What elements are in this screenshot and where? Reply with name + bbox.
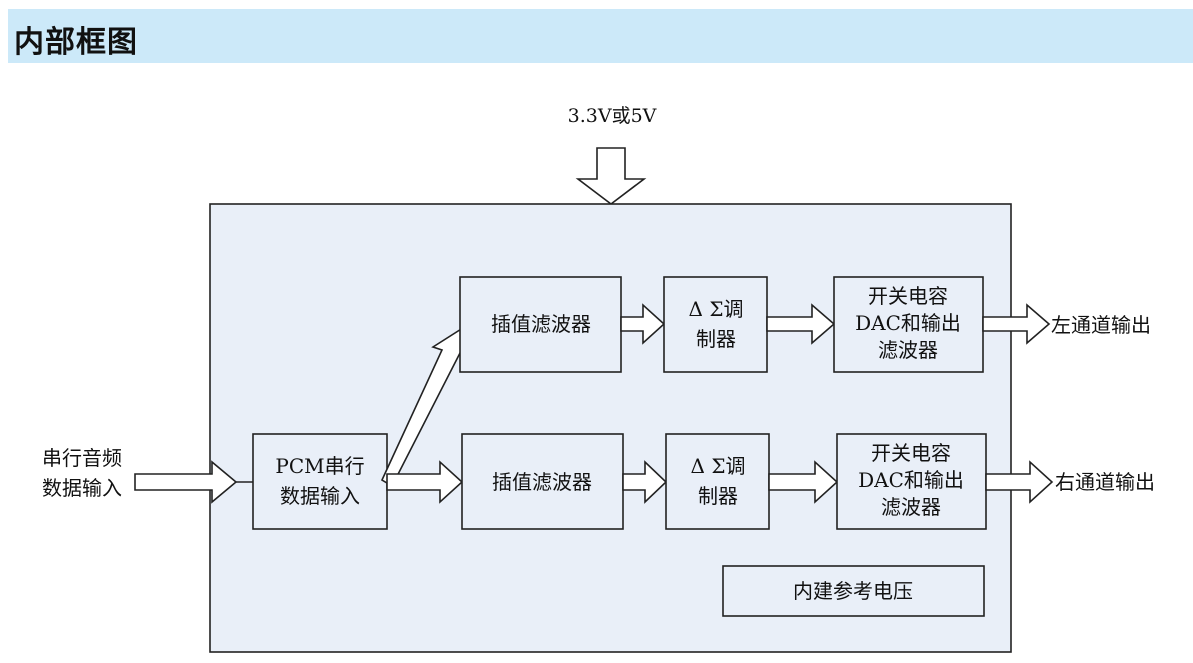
- top-arrow-2: [766, 303, 836, 345]
- section-title: 内部框图: [14, 25, 138, 60]
- right-output-arrow: [985, 460, 1054, 504]
- section-header: 内部框图: [8, 9, 1193, 63]
- ds-bottom-block: [665, 433, 770, 530]
- interp-top-label: 插值滤波器: [491, 312, 591, 336]
- pcm-block: [252, 433, 388, 530]
- input-label-line2: 数据输入: [42, 476, 122, 500]
- dac-top-block: [833, 276, 984, 373]
- top-arrow-1: [620, 303, 666, 345]
- left-output-arrow: [982, 303, 1051, 345]
- pcm-label-line2: 数据输入: [280, 484, 360, 508]
- interp-bottom-block: [461, 433, 624, 530]
- supply-label: 3.3V或5V: [568, 105, 657, 127]
- dac-bottom-line1: 开关电容: [871, 441, 951, 465]
- ds-top-line1: Δ Σ调: [689, 297, 744, 321]
- dac-top-line2: DAC和输出: [855, 311, 961, 335]
- bottom-arrow-2: [768, 460, 839, 504]
- dac-top-line3: 滤波器: [878, 338, 938, 362]
- dac-bottom-block: [836, 433, 987, 530]
- bottom-arrow-1: [622, 460, 668, 504]
- pcm-label-line1: PCM串行: [275, 454, 364, 478]
- supply-arrow: [575, 147, 647, 206]
- input-label-line1: 串行音频: [42, 446, 122, 470]
- left-output-label: 左通道输出: [1051, 313, 1151, 337]
- ds-bottom-line2: 制器: [698, 484, 738, 508]
- vref-label: 内建参考电压: [793, 579, 913, 603]
- dac-bottom-line2: DAC和输出: [858, 468, 964, 492]
- dac-top-line1: 开关电容: [868, 284, 948, 308]
- dac-bottom-line3: 滤波器: [881, 495, 941, 519]
- pcm-to-bottom-arrow: [386, 460, 464, 504]
- ds-top-line2: 制器: [696, 327, 736, 351]
- right-output-label: 右通道输出: [1055, 470, 1155, 494]
- interp-bottom-label: 插值滤波器: [492, 470, 592, 494]
- ds-top-block: [663, 276, 768, 373]
- vref-block: [722, 565, 985, 617]
- ds-bottom-line1: Δ Σ调: [691, 454, 746, 478]
- input-arrow: [134, 460, 238, 504]
